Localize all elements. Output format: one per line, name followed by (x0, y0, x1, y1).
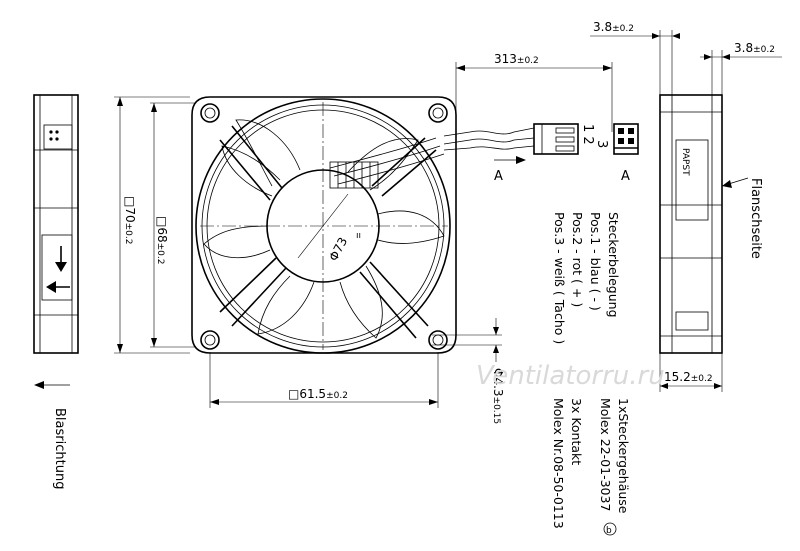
left-arrow-icon (46, 281, 70, 293)
side-gap-top-tol: ±0.2 (612, 24, 634, 34)
hole-spacing-value: 61.5 (299, 387, 326, 401)
notes-title: Steckerbelegung (606, 212, 621, 318)
section-a-right-label: A (621, 169, 630, 184)
side-gap-right-dimension: 3.8±0.2 (700, 41, 782, 95)
cable-length-value: 313 (494, 52, 517, 66)
outer-size-tol: ±0.2 (123, 223, 133, 245)
side-gap-right-value: 3.8 (734, 41, 753, 55)
section-a-left-label: A (494, 169, 503, 184)
blade-tick: ıı (356, 231, 361, 241)
watermark: Ventilatorru.ru (476, 361, 665, 391)
outer-size-value: 70 (123, 207, 137, 222)
svg-text:313±0.2: 313±0.2 (494, 52, 539, 66)
side-gap-top-dimension: 3.8±0.2 (590, 20, 680, 95)
svg-text:15.2±0.2: 15.2±0.2 (664, 370, 713, 384)
outer-size-dimension: □70±0.2 (114, 96, 190, 354)
svg-text:□70±0.2: □70±0.2 (123, 196, 137, 244)
side-gap-right-tol: ±0.2 (753, 45, 775, 55)
notes-contact-line1: 3x Kontakt (569, 398, 584, 465)
notes-housing-line2: Molex 22-01-3037 (598, 398, 613, 511)
notes-pos1: Pos.1 - blau ( - ) (588, 212, 603, 311)
down-arrow-icon (55, 246, 67, 272)
flange-side-leader: Flanschseite (721, 177, 763, 259)
notes-housing-mark: b (606, 526, 612, 536)
hole-spacing-prefix: □ (288, 387, 299, 401)
depth-value: 15.2 (664, 370, 691, 384)
right-side-view: PAPST (659, 94, 723, 354)
hole-spacing-dimension: □61.5±0.2 (209, 352, 439, 408)
left-side-view: Blasrichtung (33, 94, 79, 489)
hole-spacing-tol: ±0.2 (326, 391, 348, 401)
hole-diameter-value: Φ4.3 (491, 368, 505, 397)
notes-pos3: Pos.3 - weiß ( Tacho ) (552, 212, 567, 344)
flange-side-label: Flanschseite (748, 178, 763, 259)
svg-text:□61.5±0.2: □61.5±0.2 (288, 387, 348, 401)
svg-text:3.8±0.2: 3.8±0.2 (593, 20, 634, 34)
brand-label: PAPST (680, 148, 690, 176)
depth-tol: ±0.2 (691, 374, 713, 384)
notes-contact-line2: Molex Nr.08-50-0113 (551, 398, 566, 529)
section-a-marker-left: A (494, 156, 526, 184)
front-view: Φ73 ıı (191, 96, 457, 354)
inner-size-tol: ±0.2 (155, 243, 165, 265)
connector-notes: Steckerbelegung Pos.1 - blau ( - ) Pos.2… (551, 212, 631, 536)
pins-top-label: 1 2 (580, 124, 595, 145)
cable-and-connector: 1 2 3 (443, 123, 639, 155)
inner-size-value: 68 (155, 227, 169, 242)
pins-bottom-label: 3 (594, 140, 609, 148)
side-gap-top-value: 3.8 (593, 20, 612, 34)
svg-text:Φ4.3±0.15: Φ4.3±0.15 (491, 368, 505, 424)
inner-size-dimension: □68±0.2 (150, 102, 196, 348)
cable-length-tol: ±0.2 (517, 56, 539, 66)
depth-dimension: 15.2±0.2 (659, 353, 723, 392)
blow-direction-label: Blasrichtung (52, 408, 67, 489)
svg-text:□68±0.2: □68±0.2 (155, 216, 169, 264)
notes-housing-line1: 1xSteckergehäuse (616, 398, 631, 514)
inner-size-prefix: □ (155, 216, 169, 227)
hole-diameter-tol: ±0.15 (491, 397, 501, 425)
blade-diameter-label: Φ73 (326, 235, 350, 263)
outer-size-prefix: □ (123, 196, 137, 207)
cable-length-dimension: 313±0.2 (455, 52, 613, 132)
hole-diameter-dimension: Φ4.3±0.15 (432, 318, 505, 424)
svg-text:3.8±0.2: 3.8±0.2 (734, 41, 775, 55)
blow-direction-arrow-icon (34, 381, 70, 389)
notes-pos2: Pos.2 - rot ( + ) (570, 212, 585, 307)
